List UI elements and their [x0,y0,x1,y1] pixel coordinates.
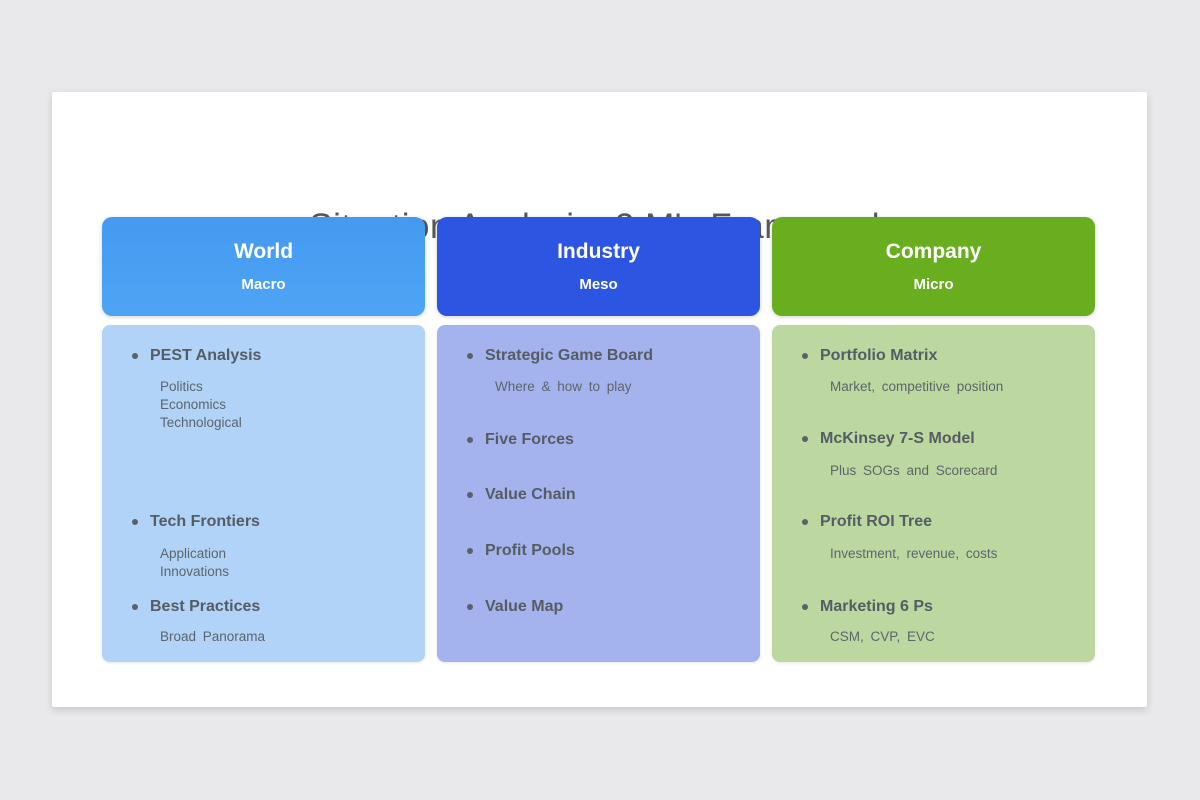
item-title: Profit ROI Tree [820,513,933,530]
bullet-icon [802,604,808,610]
item-title: Portfolio Matrix [820,347,938,364]
list-item: Profit ROI Tree [802,511,1087,533]
bullet-icon [467,548,473,554]
bullet-icon [132,604,138,610]
item-title: Value Chain [485,486,576,503]
list-item: Tech Frontiers [132,511,417,533]
item-sublist: CSM, CVP, EVC [830,628,1089,646]
item-sublist: Politics Economics Technological [160,378,419,432]
column-header-company: Company Micro [772,217,1095,316]
list-item: Value Chain [467,484,752,506]
bullet-icon [132,519,138,525]
list-item: McKinsey 7-S Model [802,428,1087,450]
bullet-icon [802,436,808,442]
item-sublist: Broad Panorama [160,628,419,646]
item-sublist: Market, competitive position [830,378,1089,396]
list-item: Best Practices [132,596,417,618]
list-item: Marketing 6 Ps [802,596,1087,618]
list-item: Value Map [467,596,752,618]
column-industry: Industry Meso Strategic Game Board Where… [437,217,760,662]
item-subline: CSM, CVP, EVC [830,629,935,644]
column-body-world: PEST Analysis Politics Economics Technol… [102,325,425,662]
column-subtitle: Macro [241,276,286,293]
bullet-icon [467,437,473,443]
item-subline: Where & how to play [495,379,632,394]
item-sublist: Investment, revenue, costs [830,545,1089,563]
column-subtitle: Meso [579,276,618,293]
column-subtitle: Micro [913,276,954,293]
bullet-icon [467,353,473,359]
item-title: PEST Analysis [150,347,262,364]
item-title: Marketing 6 Ps [820,598,933,615]
item-sublist: Where & how to play [495,378,754,396]
column-header-world: World Macro [102,217,425,316]
bullet-icon [132,353,138,359]
item-title: Five Forces [485,431,574,448]
item-subline: Technological [160,415,242,430]
list-item: Five Forces [467,429,752,451]
item-title: Strategic Game Board [485,347,654,364]
column-body-industry: Strategic Game Board Where & how to play… [437,325,760,662]
column-company: Company Micro Portfolio Matrix Market, c… [772,217,1095,662]
item-subline: Application [160,546,227,561]
list-item: PEST Analysis [132,345,417,367]
item-subline: Investment, revenue, costs [830,546,998,561]
list-item: Portfolio Matrix [802,345,1087,367]
item-subline: Plus SOGs and Scorecard [830,463,998,478]
item-title: Best Practices [150,598,261,615]
column-title: World [233,240,294,263]
column-world: World Macro PEST Analysis Politics Econo… [102,217,425,662]
bullet-icon [802,519,808,525]
bullet-icon [802,353,808,359]
list-item: Strategic Game Board [467,345,752,367]
item-title: Tech Frontiers [150,513,260,530]
column-title: Company [885,240,982,263]
column-body-company: Portfolio Matrix Market, competitive pos… [772,325,1095,662]
item-subline: Innovations [160,564,230,579]
column-header-industry: Industry Meso [437,217,760,316]
item-title: McKinsey 7-S Model [820,430,975,447]
bullet-icon [467,492,473,498]
item-subline: Market, competitive position [830,379,1004,394]
bullet-icon [467,604,473,610]
column-title: Industry [557,240,640,263]
item-sublist: Application Innovations [160,545,419,581]
item-title: Profit Pools [485,542,575,559]
item-title: Value Map [485,598,564,615]
item-sublist: Plus SOGs and Scorecard [830,462,1089,480]
item-subline: Economics [160,397,227,412]
list-item: Profit Pools [467,540,752,562]
item-subline: Broad Panorama [160,629,266,644]
item-subline: Politics [160,379,203,394]
